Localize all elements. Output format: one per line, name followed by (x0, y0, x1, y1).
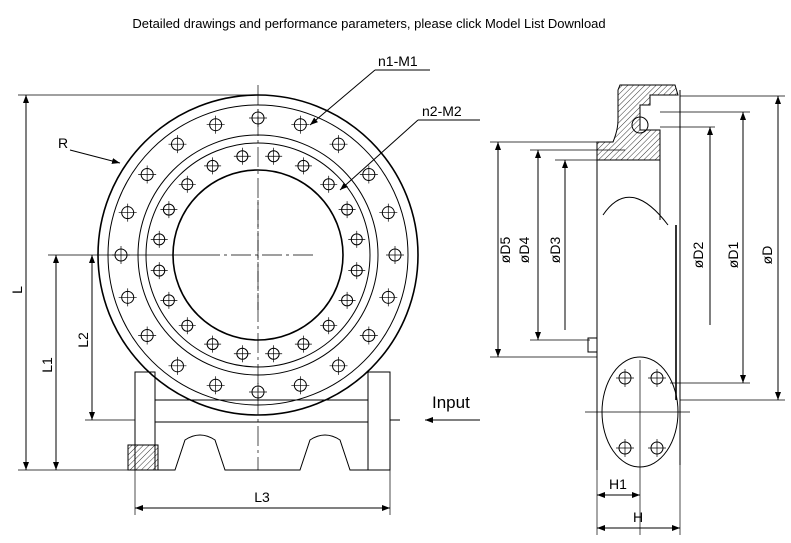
label-d5: øD5 (497, 237, 513, 264)
label-r: R (58, 135, 68, 151)
label-d2: øD2 (690, 242, 706, 269)
label-h: H (633, 509, 643, 525)
label-l: L (9, 286, 25, 294)
label-d3: øD3 (547, 237, 563, 264)
front-view: n1-M1 n2-M2 R L L1 L2 L3 Input (9, 53, 480, 515)
label-input: Input (432, 393, 470, 412)
label-l3: L3 (254, 489, 270, 505)
label-n1-m1: n1-M1 (378, 53, 418, 69)
label-d1: øD1 (725, 242, 741, 269)
label-h1: H1 (609, 476, 627, 492)
label-d: øD (759, 246, 775, 265)
bolt-holes (112, 109, 404, 401)
label-l2: L2 (75, 332, 91, 348)
worm-housing (127, 371, 400, 471)
side-view: øD5 øD4 øD3 øD2 øD1 øD H1 H (490, 84, 785, 535)
label-l1: L1 (39, 357, 55, 373)
label-n2-m2: n2-M2 (422, 103, 462, 119)
label-d4: øD4 (516, 237, 532, 264)
download-note[interactable]: Detailed drawings and performance parame… (132, 16, 605, 31)
